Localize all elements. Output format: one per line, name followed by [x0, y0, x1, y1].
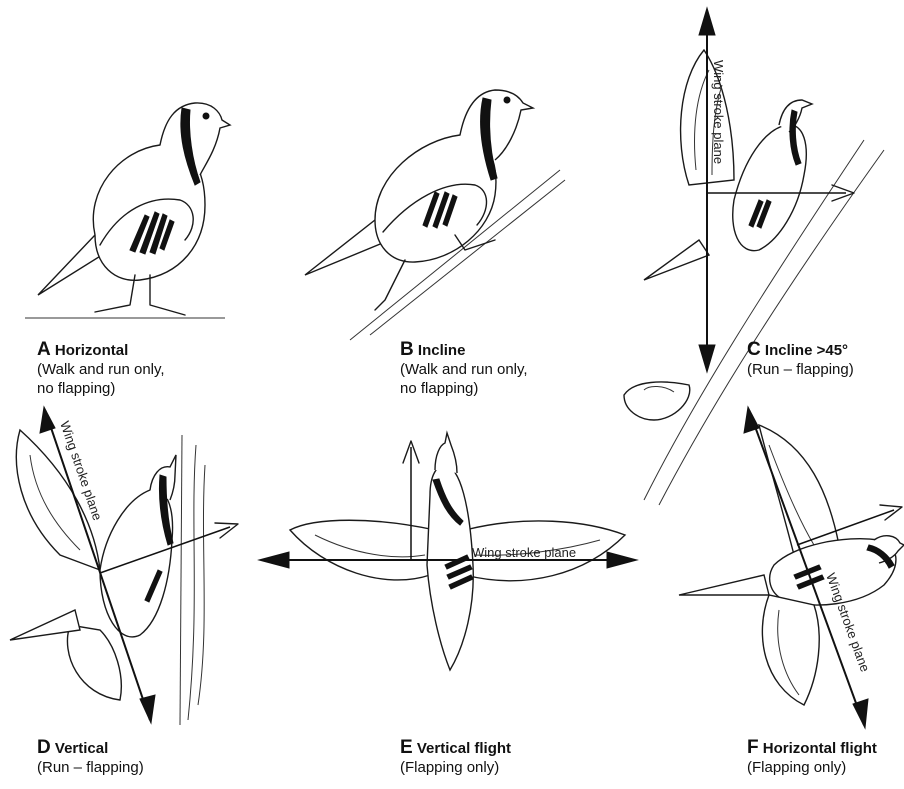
- bird-illustration-horizontal-flight: Wing stroke plane: [674, 405, 904, 735]
- panel-letter: C: [747, 339, 761, 360]
- panel-title: Incline: [418, 342, 466, 359]
- panel-title: Incline >45°: [765, 342, 848, 359]
- panel-letter: E: [400, 737, 413, 758]
- panel-subtitle-line1: (Run – flapping): [37, 758, 144, 777]
- bird-illustration-vertical-flight: Wing stroke plane: [255, 405, 645, 705]
- panel-letter: B: [400, 339, 414, 360]
- tree-trunk: [180, 435, 182, 725]
- caption-f: F Horizontal flight (Flapping only): [747, 738, 877, 777]
- panel-subtitle-line2: no flapping): [400, 379, 528, 398]
- caption-e: E Vertical flight (Flapping only): [400, 738, 511, 777]
- panel-letter: F: [747, 737, 759, 758]
- panel-subtitle-line1: (Flapping only): [400, 758, 511, 777]
- bird-illustration-incline: [295, 0, 575, 340]
- caption-a: A Horizontal (Walk and run only, no flap…: [37, 340, 165, 398]
- panel-subtitle-line1: (Walk and run only,: [400, 360, 528, 379]
- panel-title: Vertical flight: [417, 740, 511, 757]
- panel-subtitle-line1: (Flapping only): [747, 758, 877, 777]
- panel-letter: A: [37, 339, 51, 360]
- panel-title: Horizontal: [55, 342, 128, 359]
- caption-c: C Incline >45° (Run – flapping): [747, 340, 854, 379]
- panel-subtitle-line1: (Run – flapping): [747, 360, 854, 379]
- panel-subtitle-line1: (Walk and run only,: [37, 360, 165, 379]
- caption-d: D Vertical (Run – flapping): [37, 738, 144, 777]
- bird-illustration-vertical: Wing stroke plane: [0, 405, 250, 725]
- caption-b: B Incline (Walk and run only, no flappin…: [400, 340, 528, 398]
- panel-title: Horizontal flight: [763, 740, 877, 757]
- bird-illustration-horizontal: [0, 0, 260, 330]
- panel-letter: D: [37, 737, 51, 758]
- panel-title: Vertical: [55, 740, 108, 757]
- arrow-label-c: Wing stroke plane: [711, 60, 726, 164]
- panel-subtitle-line2: no flapping): [37, 379, 165, 398]
- arrow-label-e: Wing stroke plane: [472, 545, 576, 560]
